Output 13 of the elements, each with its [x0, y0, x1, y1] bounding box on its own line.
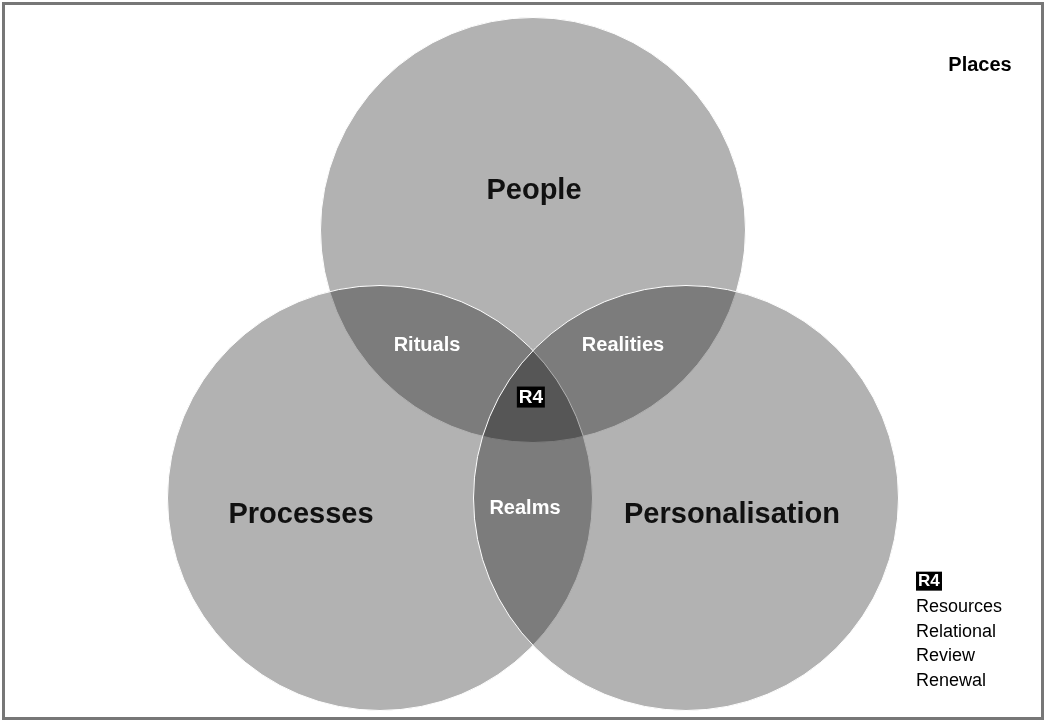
overlap-label: Realities	[581, 333, 665, 355]
overlap-label: Realms	[489, 496, 561, 518]
circle-label: Personalisation	[624, 496, 840, 530]
key-text: Review	[916, 646, 976, 666]
corner-heading: Places	[948, 53, 1012, 75]
overlap-label: Rituals	[393, 333, 461, 355]
key-tag: R4	[916, 571, 942, 591]
key-text: Resources	[916, 597, 1003, 617]
key-text: Renewal	[916, 671, 987, 691]
circle-label: People	[486, 172, 582, 206]
circle-label: Processes	[228, 496, 374, 530]
key-text: Relational	[916, 622, 997, 642]
center-tag: R4	[516, 386, 546, 408]
